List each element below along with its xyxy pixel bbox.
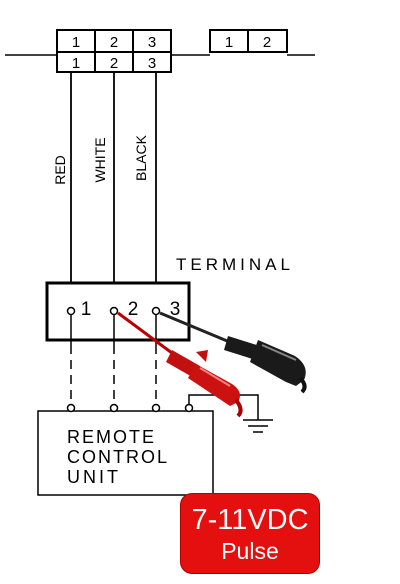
red-probe	[117, 311, 243, 418]
remote-terminal-1	[66, 403, 76, 413]
callout-pulse-text: Pulse	[221, 537, 279, 564]
remote-label-line1: REMOTE	[67, 427, 156, 447]
terminal-block: 1 2 3	[45, 281, 191, 342]
top-upper-label-3: 3	[148, 34, 156, 51]
terminal-number-1: 1	[81, 299, 92, 320]
remote-label-line3: UNIT	[67, 467, 121, 487]
black-probe	[159, 311, 307, 394]
top-upper-label-2: 2	[110, 34, 118, 51]
right-block-label-1: 1	[225, 34, 233, 51]
terminal-screw-1	[66, 306, 76, 316]
terminal-number-2: 2	[128, 299, 139, 320]
callout-voltage-text: 7-11VDC	[191, 503, 309, 536]
remote-terminal-3	[151, 403, 161, 413]
voltage-callout-badge: 7-11VDC Pulse	[180, 493, 320, 574]
top-upper-label-1: 1	[72, 34, 80, 51]
top-lower-label-2: 2	[110, 55, 118, 72]
terminal-label: TERMINAL	[176, 255, 294, 274]
wire-label-white: WHITE	[92, 137, 108, 182]
terminal-number-3: 3	[170, 299, 181, 320]
remote-label-line2: CONTROL	[67, 447, 169, 467]
remote-terminal-ground	[184, 403, 194, 413]
top-lower-label-1: 1	[72, 55, 80, 72]
terminal-screw-2	[109, 306, 119, 316]
top-connector-block: 1 2 3 1 2 3	[56, 29, 172, 73]
terminal-screw-3	[151, 306, 161, 316]
top-lower-label-3: 3	[148, 55, 156, 72]
wire-label-black: BLACK	[133, 134, 149, 181]
right-connector-block: 1 2	[209, 29, 288, 53]
remote-terminal-2	[109, 403, 119, 413]
right-block-label-2: 2	[263, 34, 271, 51]
wire-label-red: RED	[52, 155, 68, 185]
remote-control-unit: REMOTE CONTROL UNIT	[37, 403, 214, 496]
